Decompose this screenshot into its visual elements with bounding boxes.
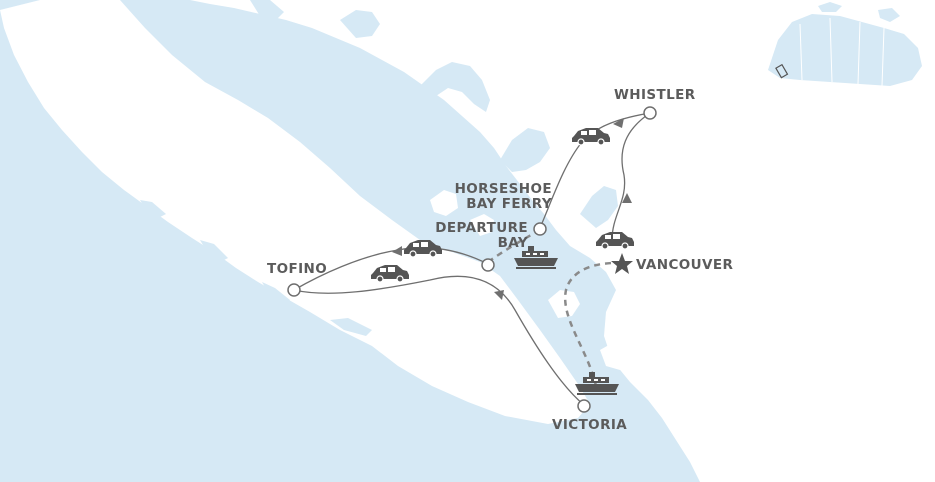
direction-arrow — [392, 246, 402, 256]
waypoint-circle-icon — [533, 222, 547, 236]
label-departure-bay-line2: BAY — [497, 235, 528, 251]
car-icon — [371, 265, 409, 283]
inset-province-lines — [799, 17, 885, 87]
mainland-fjord — [580, 186, 618, 228]
island-inlet — [330, 318, 372, 336]
inset-island — [878, 8, 900, 22]
drive-route-vancouver-whistler — [611, 112, 651, 241]
gulf-island — [548, 290, 580, 318]
gulf-island — [600, 342, 632, 370]
waypoint-circle-icon — [481, 258, 495, 272]
label-horseshoe-bay-line1: HORSESHOE — [454, 181, 552, 197]
island-inlet — [262, 282, 290, 305]
ferry-icon — [575, 372, 619, 395]
vancouver-island — [0, 0, 590, 424]
label-victoria: VICTORIA — [552, 417, 628, 433]
waypoint-circle-icon — [577, 399, 591, 413]
inset-locator-map — [744, 0, 935, 93]
car-icon — [596, 232, 634, 250]
mainland-fjord — [420, 62, 490, 112]
label-vancouver: VANCOUVER — [636, 257, 734, 273]
car-icon — [572, 128, 610, 146]
direction-arrow — [622, 193, 632, 203]
label-whistler: WHISTLER — [614, 87, 696, 103]
mainland-fjord — [250, 0, 284, 20]
direction-arrow — [613, 118, 624, 128]
label-horseshoe-bay-line2: BAY FERRY — [466, 196, 552, 212]
island-inlet — [140, 200, 166, 218]
inset-region-marker — [775, 63, 789, 79]
mainland-fjord — [340, 10, 380, 38]
mainland-fjord — [500, 128, 550, 172]
label-departure-bay-line1: DEPARTURE — [435, 220, 528, 236]
waypoint-circle-icon — [643, 106, 657, 120]
drive-route-tofino-victoria — [293, 275, 585, 406]
ferry-icon — [514, 246, 558, 269]
ferry-route-vancouver-victoria — [563, 261, 623, 387]
label-tofino: TOFINO — [267, 261, 328, 277]
gulf-island — [430, 190, 458, 216]
direction-arrow — [494, 290, 504, 300]
island-inlet — [200, 240, 228, 262]
inset-island — [818, 2, 842, 12]
car-icon — [404, 240, 442, 258]
star-icon — [611, 253, 633, 274]
label-horseshoe-bay-ferry: HORSESHOE BAY FERRY — [446, 182, 552, 212]
mainland — [190, 0, 935, 482]
label-departure-bay: DEPARTURE BAY — [420, 221, 528, 251]
waypoint-circle-icon — [287, 283, 301, 297]
gulf-island — [470, 214, 494, 236]
